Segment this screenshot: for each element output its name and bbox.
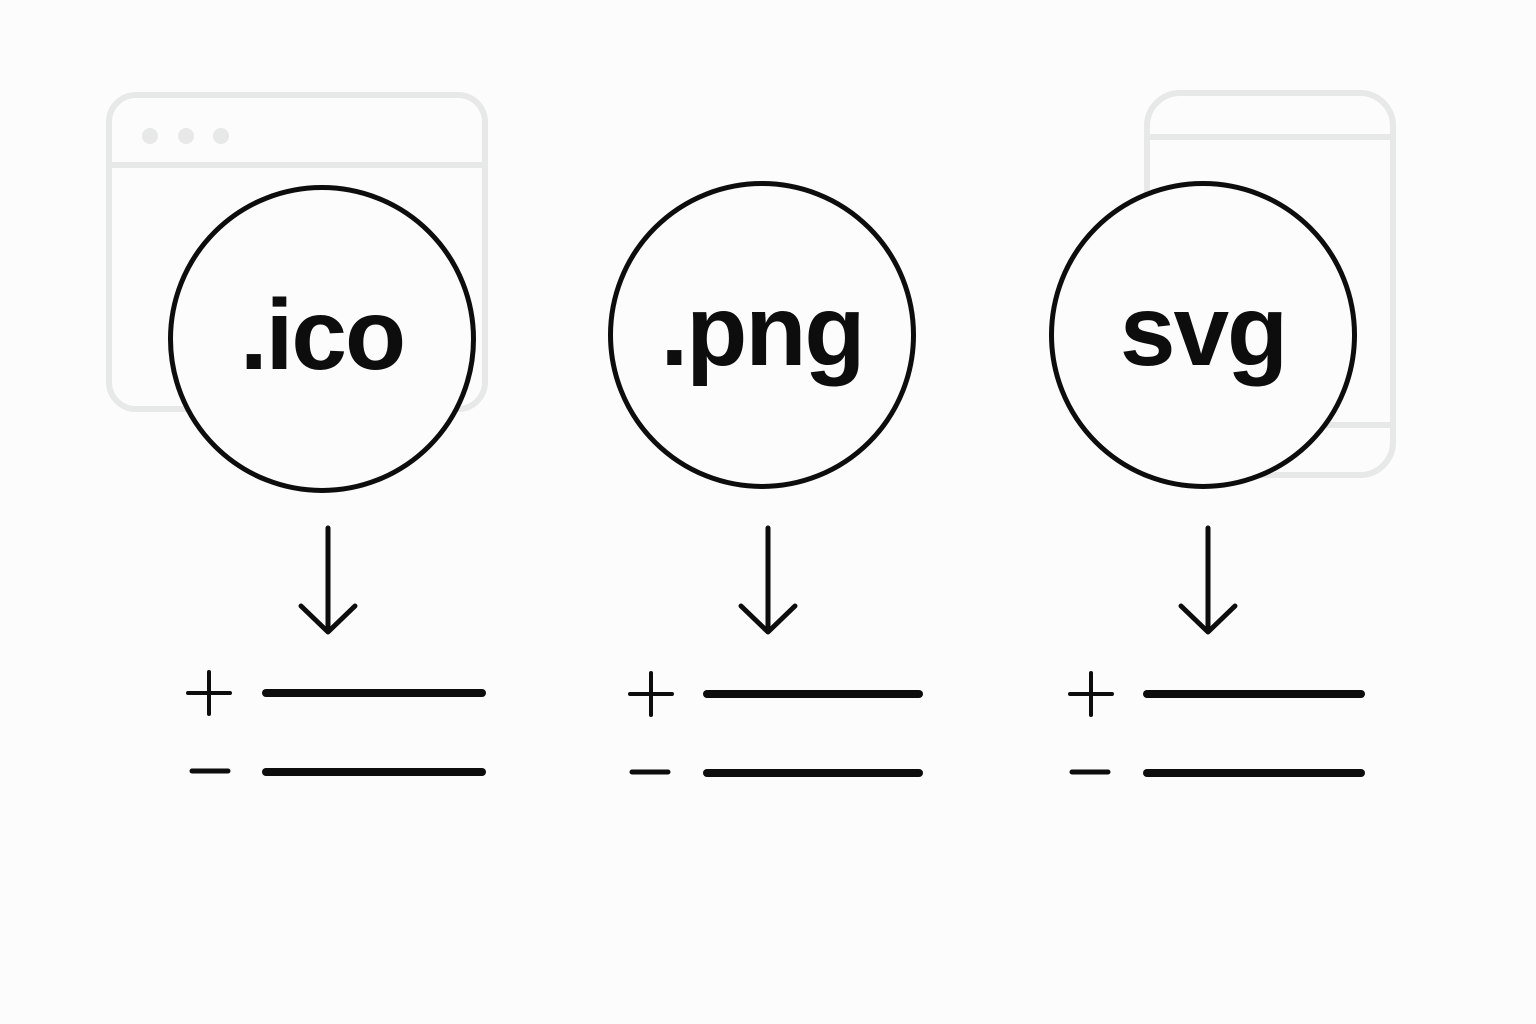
plus-row-line	[262, 689, 486, 697]
minus-icon	[189, 768, 231, 774]
format-circle-png: .png	[608, 181, 916, 489]
plus-row-line	[703, 690, 923, 698]
minus-row-line	[262, 768, 486, 776]
plus-icon	[628, 671, 674, 717]
plus-icon	[186, 670, 232, 716]
format-column-svg: svg	[1040, 0, 1370, 1024]
format-label: .png	[660, 275, 865, 387]
minus-icon	[629, 769, 671, 775]
plus-row-line	[1143, 690, 1365, 698]
browser-titlebar-divider	[112, 162, 482, 168]
format-column-ico: .ico	[160, 0, 490, 1024]
plus-icon	[1068, 671, 1114, 717]
window-dot-icon	[213, 128, 229, 144]
mobile-top-divider	[1150, 134, 1390, 140]
minus-row-line	[703, 769, 923, 777]
arrow-down-icon	[1178, 525, 1238, 635]
arrow-down-icon	[738, 525, 798, 635]
window-dot-icon	[142, 128, 158, 144]
arrow-down-icon	[298, 525, 358, 635]
format-circle-svg: svg	[1049, 181, 1357, 489]
format-label: .ico	[239, 279, 406, 391]
format-circle-ico: .ico	[168, 185, 476, 493]
format-column-png: .png	[600, 0, 930, 1024]
window-dot-icon	[178, 128, 194, 144]
minus-icon	[1069, 769, 1111, 775]
format-label: svg	[1119, 275, 1288, 387]
minus-row-line	[1143, 769, 1365, 777]
